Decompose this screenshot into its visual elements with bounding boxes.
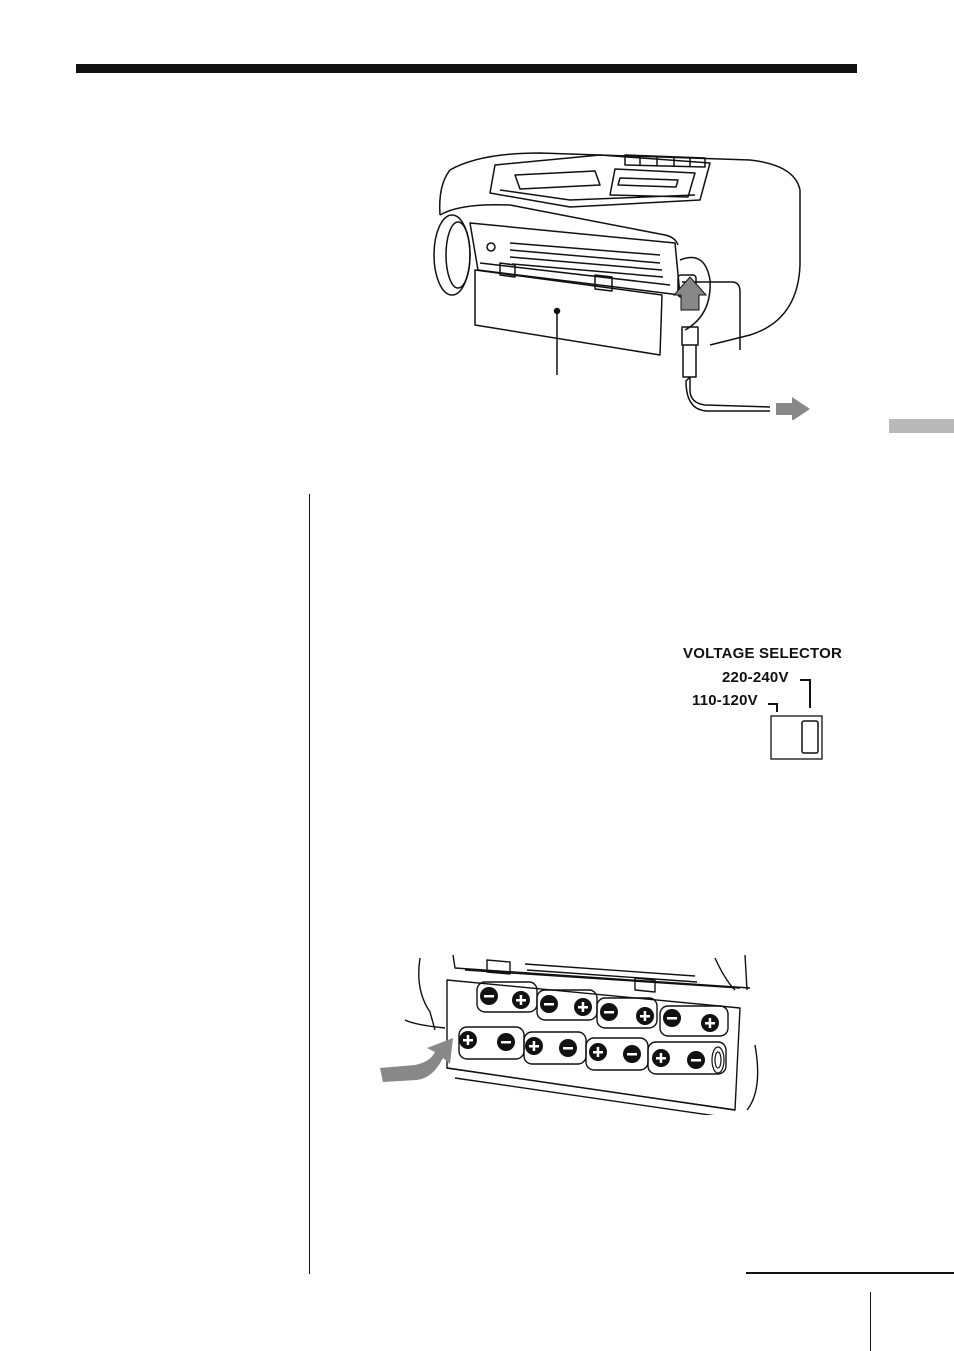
battery-compartment-illustration	[375, 950, 765, 1115]
page-number-divider	[870, 1292, 871, 1351]
boombox-rear-illustration	[420, 145, 820, 420]
insert-arrow-icon	[380, 1038, 453, 1082]
switch-knob	[802, 721, 818, 753]
voltage-option-110-120v: 110-120V	[692, 692, 758, 709]
header-rule	[76, 64, 857, 73]
voltage-selector-title: VOLTAGE SELECTOR	[683, 645, 842, 662]
column-divider	[309, 494, 310, 1274]
voltage-selector-switch	[760, 672, 826, 764]
section-tab-marker	[889, 419, 954, 433]
footer-rule	[746, 1272, 954, 1274]
